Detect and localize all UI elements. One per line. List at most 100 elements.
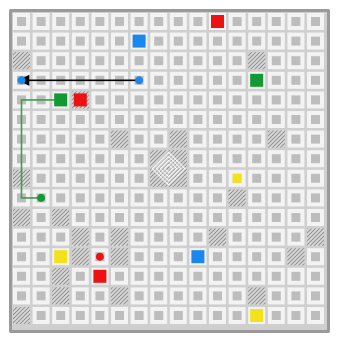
grid-cell[interactable] bbox=[307, 248, 324, 265]
grid-cell[interactable] bbox=[13, 209, 30, 226]
grid-cell[interactable] bbox=[111, 150, 128, 167]
grid-cell[interactable] bbox=[287, 248, 304, 265]
grid-cell[interactable] bbox=[150, 287, 167, 304]
grid-cell[interactable] bbox=[111, 268, 128, 285]
grid-cell[interactable] bbox=[248, 33, 265, 50]
grid-cell[interactable] bbox=[287, 52, 304, 69]
grid-cell[interactable] bbox=[150, 91, 167, 108]
grid-cell[interactable] bbox=[287, 287, 304, 304]
grid-cell[interactable] bbox=[150, 52, 167, 69]
grid-cell[interactable] bbox=[111, 52, 128, 69]
grid-cell[interactable] bbox=[229, 111, 246, 128]
grid-cell[interactable] bbox=[13, 268, 30, 285]
grid-cell[interactable] bbox=[111, 170, 128, 187]
grid-cell[interactable] bbox=[307, 287, 324, 304]
grid-cell[interactable] bbox=[111, 189, 128, 206]
grid-cell[interactable] bbox=[131, 209, 148, 226]
position-marker[interactable] bbox=[37, 194, 45, 202]
grid-cell[interactable] bbox=[189, 189, 206, 206]
grid-cell[interactable] bbox=[170, 229, 187, 246]
grid-cell[interactable] bbox=[229, 150, 246, 167]
grid-cell[interactable] bbox=[150, 209, 167, 226]
grid-cell[interactable] bbox=[248, 150, 265, 167]
game-piece[interactable] bbox=[54, 250, 67, 263]
grid-cell[interactable] bbox=[91, 91, 108, 108]
grid-cell[interactable] bbox=[91, 307, 108, 324]
grid-cell[interactable] bbox=[13, 248, 30, 265]
grid-cell[interactable] bbox=[268, 52, 285, 69]
grid-cell[interactable] bbox=[307, 268, 324, 285]
grid-cell[interactable] bbox=[209, 248, 226, 265]
grid-cell[interactable] bbox=[209, 33, 226, 50]
grid-cell[interactable] bbox=[131, 52, 148, 69]
grid-cell[interactable] bbox=[307, 209, 324, 226]
grid-cell[interactable] bbox=[268, 72, 285, 89]
game-piece[interactable] bbox=[250, 74, 263, 87]
grid-cell[interactable] bbox=[189, 91, 206, 108]
grid-cell[interactable] bbox=[131, 111, 148, 128]
grid-cell[interactable] bbox=[13, 33, 30, 50]
grid-cell[interactable] bbox=[150, 13, 167, 30]
grid-cell[interactable] bbox=[111, 13, 128, 30]
grid-cell[interactable] bbox=[150, 229, 167, 246]
grid-cell[interactable] bbox=[248, 91, 265, 108]
grid-cell[interactable] bbox=[248, 189, 265, 206]
grid-cell[interactable] bbox=[287, 268, 304, 285]
grid-cell[interactable] bbox=[131, 268, 148, 285]
grid-cell[interactable] bbox=[268, 170, 285, 187]
grid-cell[interactable] bbox=[33, 131, 50, 148]
grid-cell[interactable] bbox=[170, 131, 187, 148]
grid-cell[interactable] bbox=[131, 307, 148, 324]
grid-cell[interactable] bbox=[13, 307, 30, 324]
grid-cell[interactable] bbox=[268, 111, 285, 128]
grid-cell[interactable] bbox=[209, 189, 226, 206]
grid-cell[interactable] bbox=[131, 91, 148, 108]
game-piece[interactable] bbox=[250, 309, 263, 322]
grid-cell[interactable] bbox=[72, 229, 89, 246]
grid-cell[interactable] bbox=[91, 13, 108, 30]
grid-cell[interactable] bbox=[91, 150, 108, 167]
grid-cell[interactable] bbox=[52, 189, 69, 206]
grid-cell[interactable] bbox=[229, 268, 246, 285]
grid-cell[interactable] bbox=[111, 209, 128, 226]
grid-cell[interactable] bbox=[170, 72, 187, 89]
grid-cell[interactable] bbox=[287, 229, 304, 246]
grid-cell[interactable] bbox=[72, 33, 89, 50]
grid-cell[interactable] bbox=[170, 52, 187, 69]
grid-cell[interactable] bbox=[170, 209, 187, 226]
grid-cell[interactable] bbox=[33, 52, 50, 69]
grid-cell[interactable] bbox=[268, 33, 285, 50]
grid-cell[interactable] bbox=[307, 229, 324, 246]
grid-cell[interactable] bbox=[131, 189, 148, 206]
grid-cell[interactable] bbox=[72, 287, 89, 304]
grid-cell[interactable] bbox=[307, 91, 324, 108]
grid-cell[interactable] bbox=[287, 131, 304, 148]
grid-cell[interactable] bbox=[52, 111, 69, 128]
grid-cell[interactable] bbox=[287, 209, 304, 226]
grid-cell[interactable] bbox=[111, 307, 128, 324]
grid-cell[interactable] bbox=[170, 287, 187, 304]
grid-cell[interactable] bbox=[91, 189, 108, 206]
grid-cell[interactable] bbox=[111, 91, 128, 108]
grid-cell[interactable] bbox=[268, 189, 285, 206]
grid-cell[interactable] bbox=[248, 268, 265, 285]
grid-cell[interactable] bbox=[189, 72, 206, 89]
grid-cell[interactable] bbox=[189, 150, 206, 167]
grid-cell[interactable] bbox=[150, 111, 167, 128]
grid-cell[interactable] bbox=[229, 33, 246, 50]
game-piece[interactable] bbox=[233, 174, 242, 183]
game-piece[interactable] bbox=[54, 93, 67, 106]
grid-cell[interactable] bbox=[150, 307, 167, 324]
grid-cell[interactable] bbox=[72, 131, 89, 148]
grid-cell[interactable] bbox=[248, 229, 265, 246]
game-piece[interactable] bbox=[191, 250, 204, 263]
grid-cell[interactable] bbox=[209, 111, 226, 128]
grid-cell[interactable] bbox=[307, 170, 324, 187]
grid-cell[interactable] bbox=[229, 209, 246, 226]
grid-cell[interactable] bbox=[229, 131, 246, 148]
grid-cell[interactable] bbox=[287, 170, 304, 187]
grid-cell[interactable] bbox=[33, 209, 50, 226]
grid-cell[interactable] bbox=[287, 91, 304, 108]
grid-cell[interactable] bbox=[189, 268, 206, 285]
